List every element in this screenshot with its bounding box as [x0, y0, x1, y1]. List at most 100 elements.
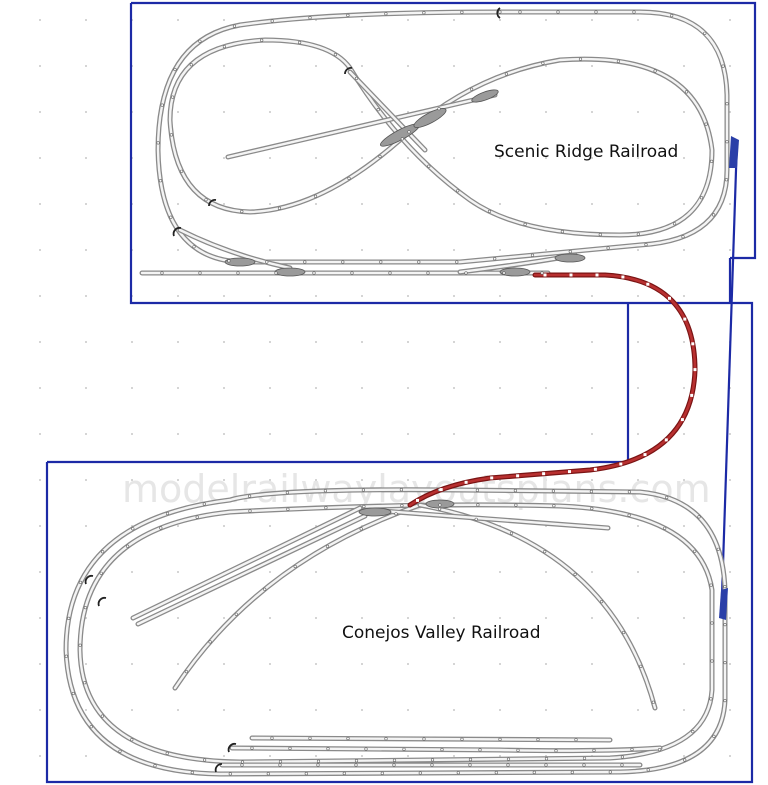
turnout [274, 267, 306, 277]
track-joint [308, 736, 312, 740]
track-joint [478, 748, 482, 752]
track-joint [592, 748, 596, 753]
grid-dot [269, 203, 271, 205]
track-joint [270, 19, 274, 23]
grid-dot [683, 65, 685, 67]
track-joint [326, 747, 330, 751]
track-joint [236, 271, 240, 275]
grid-dot [39, 755, 41, 757]
grid-dot [545, 571, 547, 573]
turnout [471, 89, 499, 103]
track-joint [543, 549, 547, 554]
grid-dot [407, 111, 409, 113]
grid-dot [85, 157, 87, 159]
grid-dot [729, 111, 731, 113]
track-joint [346, 736, 350, 741]
grid-dot [729, 479, 731, 481]
grade-tick [593, 467, 597, 471]
grid-dot [177, 525, 179, 527]
track-joint [532, 770, 536, 775]
grid-dot [269, 111, 271, 113]
track-joint [426, 271, 430, 275]
track-joint [523, 222, 527, 226]
track-joint [198, 39, 202, 43]
track-joint [627, 513, 631, 517]
track-joint [325, 544, 330, 549]
grid-dot [683, 157, 685, 159]
grid-dot [223, 203, 225, 205]
track-joint [627, 490, 632, 494]
grid-dot [499, 755, 501, 757]
track-joint [621, 630, 626, 635]
track-joint [636, 232, 640, 236]
track-joint [402, 747, 406, 751]
grid-dot [683, 387, 685, 389]
track-joint [697, 515, 701, 519]
grid-dot [729, 203, 731, 205]
grid-dot [729, 525, 731, 527]
grid-dot [269, 571, 271, 573]
track-joint [202, 502, 206, 506]
grid-dot [361, 663, 363, 665]
grade-tick [646, 282, 650, 286]
grid-dot [85, 709, 87, 711]
grid-dot [131, 387, 133, 389]
track-joint [173, 67, 177, 72]
grid-dot [361, 19, 363, 21]
track-joint [158, 179, 163, 183]
grid-dot [637, 341, 639, 343]
track-joint [399, 488, 404, 492]
track-joint [468, 757, 473, 762]
track-joint [298, 40, 302, 45]
track-joint [388, 271, 392, 275]
track-joint [376, 107, 380, 112]
track-joint [560, 230, 565, 234]
grid-dot [637, 617, 639, 619]
grid-dot [269, 755, 271, 757]
grid-dot [453, 341, 455, 343]
grade-tick [690, 393, 694, 397]
track-joint [530, 253, 535, 257]
grid-dot [545, 617, 547, 619]
grid-dot [223, 663, 225, 665]
track-joint [663, 526, 667, 530]
grid-dot [177, 663, 179, 665]
track-joint [100, 714, 104, 718]
grid-dot [269, 65, 271, 67]
track-joint [240, 209, 244, 214]
grid-dot [407, 479, 409, 481]
grid-dot [269, 709, 271, 711]
track-joint [670, 14, 674, 18]
grid-dot [223, 111, 225, 113]
lower-branch-spur [175, 505, 420, 688]
track-joint [672, 222, 677, 226]
track-joint [364, 747, 368, 751]
grid-dot [315, 249, 317, 251]
grid-dot [729, 709, 731, 711]
grid-dot [407, 663, 409, 665]
track-joint [346, 13, 350, 17]
track-joint [699, 196, 704, 200]
track-joint [303, 260, 307, 264]
track-joint [711, 213, 716, 217]
track-joint [248, 494, 252, 498]
grid-dot [499, 709, 501, 711]
grade-tick [568, 470, 571, 474]
track-end-marker [97, 596, 107, 607]
track-joint [192, 245, 196, 249]
track-joint [159, 526, 163, 530]
track-joint [427, 164, 431, 168]
grid-dot [177, 341, 179, 343]
grid-dot [85, 295, 87, 297]
grid-dot [39, 709, 41, 711]
grid-dot [361, 617, 363, 619]
grid-dot [361, 571, 363, 573]
grid-dot [269, 249, 271, 251]
grid-dot [361, 387, 363, 389]
grid-dot [407, 433, 409, 435]
grid-dot [315, 387, 317, 389]
track-joint [392, 758, 397, 762]
track-joint [354, 763, 358, 767]
grid-dot [39, 157, 41, 159]
track-joint [384, 12, 388, 16]
